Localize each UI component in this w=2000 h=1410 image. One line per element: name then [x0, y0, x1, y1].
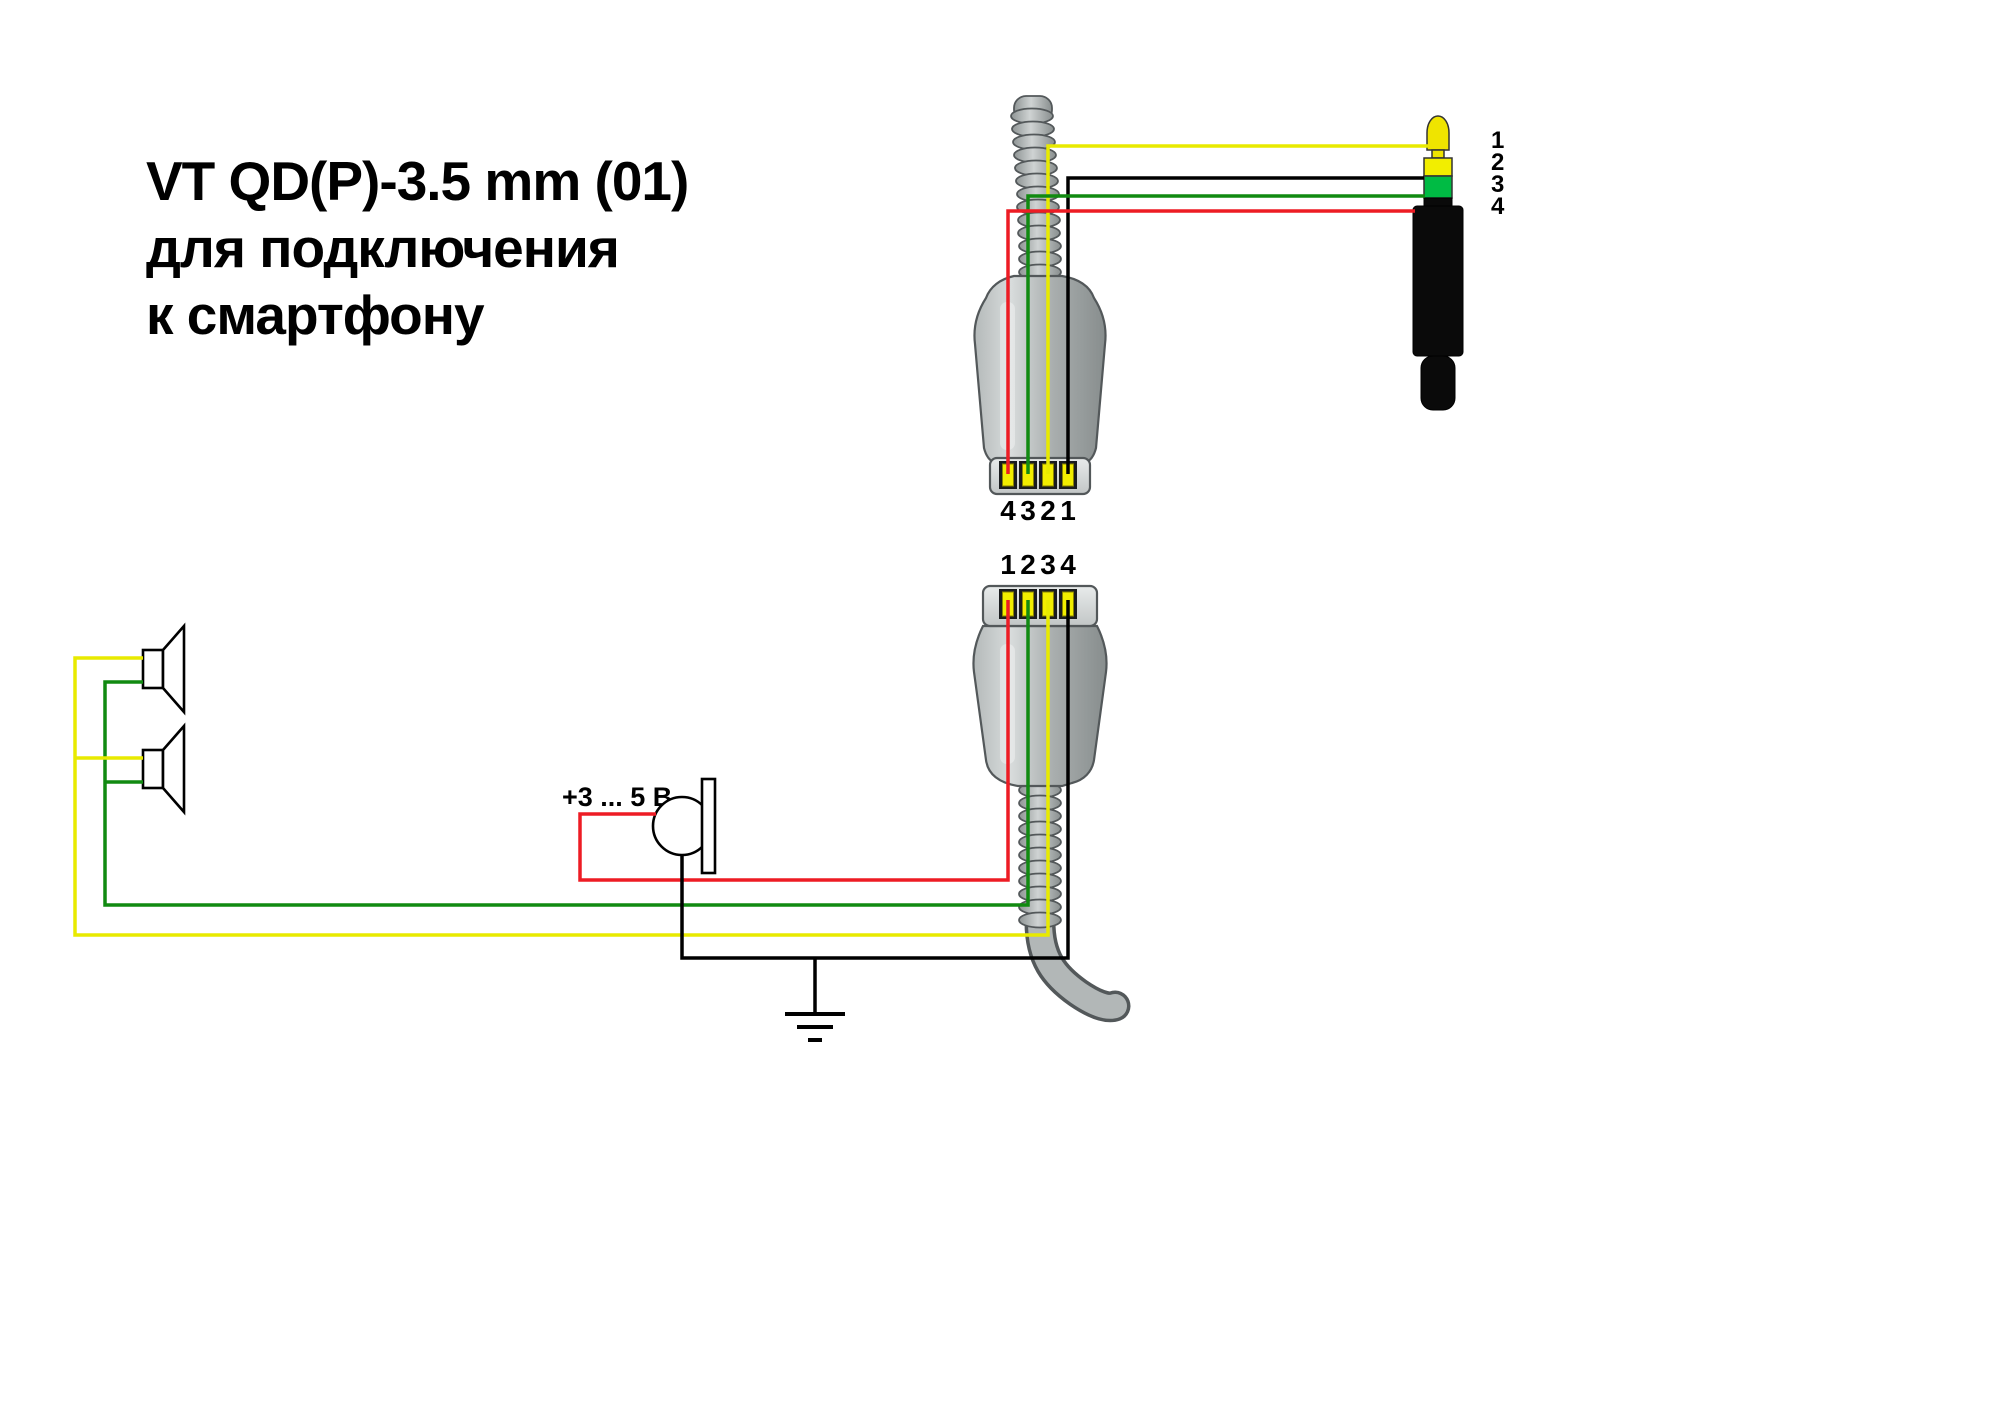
speaker-cone	[161, 622, 186, 716]
connector-body	[972, 624, 1108, 788]
microphone: +3 ... 5 В	[562, 777, 717, 875]
jack-boot	[1420, 355, 1456, 411]
wiring	[73, 144, 1428, 1014]
speaker-top	[141, 622, 186, 716]
title-line-2: для подключения	[146, 217, 619, 279]
title-line-1: VT QD(P)-3.5 mm (01)	[146, 150, 688, 212]
cable-tail	[1024, 906, 1131, 1023]
qd-connector-top: 4 3 2 1	[973, 95, 1107, 526]
ground-symbol	[785, 1012, 845, 1042]
cable-rib	[1018, 911, 1062, 929]
speaker-driver	[141, 748, 165, 790]
pin-label: 2	[1020, 549, 1036, 580]
speaker-bottom	[141, 722, 186, 816]
jack-plug-3-5mm: 1 2 3 4	[1412, 115, 1505, 411]
jack-ring-separator	[1423, 197, 1453, 207]
wire-yellow-jack	[1046, 144, 1428, 474]
speaker-cone	[161, 722, 186, 816]
jack-tip	[1426, 115, 1450, 151]
pin-label: 1	[1060, 495, 1076, 526]
pin-label: 4	[1000, 495, 1016, 526]
wire-black-ground	[680, 600, 1070, 1014]
pin-label: 4	[1060, 549, 1076, 580]
jack-ring-1	[1423, 157, 1453, 177]
pin-label: 4	[1491, 193, 1505, 220]
wire-yellow-speakers	[73, 600, 1050, 937]
qd-top-pin-labels: 4 3 2 1	[1000, 495, 1076, 526]
title-line-3: к смартфону	[146, 284, 485, 346]
pin-label: 3	[1491, 171, 1504, 198]
microphone-plate	[700, 777, 717, 875]
wire-red-jack	[1006, 209, 1415, 474]
jack-neck	[1431, 149, 1445, 159]
qd-connector-bottom: 1 2 3 4	[972, 549, 1131, 1023]
qd-bottom-pin-labels: 1 2 3 4	[1000, 549, 1076, 580]
pin-label: 1	[1491, 127, 1504, 154]
connector-body	[973, 274, 1107, 465]
wire-green-jack	[1026, 194, 1425, 474]
pin-label: 3	[1040, 549, 1056, 580]
wire-red-microphone	[578, 600, 1010, 882]
speaker-driver	[141, 648, 165, 690]
jack-pin-labels: 1 2 3 4	[1491, 127, 1505, 220]
jack-sleeve	[1412, 205, 1464, 357]
mic-voltage-label: +3 ... 5 В	[562, 782, 672, 812]
pin-label: 1	[1000, 549, 1016, 580]
pin-label: 2	[1040, 495, 1056, 526]
pin-label: 2	[1491, 149, 1504, 176]
diagram-title: VT QD(P)-3.5 mm (01) для подключения к с…	[146, 150, 689, 346]
pin-label: 3	[1020, 495, 1036, 526]
wire-black-jack	[1066, 176, 1424, 474]
cable-tail-fill	[1028, 910, 1127, 1019]
wire-green-speakers	[103, 600, 1030, 907]
jack-ring-2	[1423, 175, 1453, 199]
